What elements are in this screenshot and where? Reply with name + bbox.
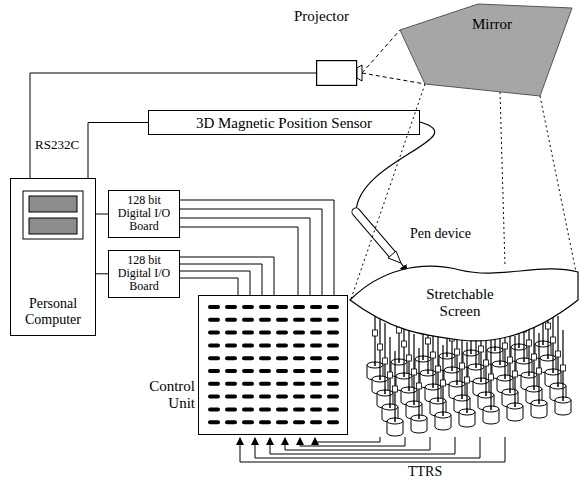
node-text: 128 bit Digital I/O Board bbox=[112, 194, 176, 234]
node-outline bbox=[316, 60, 362, 86]
projector-box: Projector bbox=[316, 60, 362, 86]
control-unit-box: Control Unit bbox=[198, 295, 348, 435]
connector bbox=[96, 273, 108, 274]
connector bbox=[351, 84, 576, 299]
screen-shape: Stretchable Screen bbox=[348, 258, 580, 348]
node-text: Mirror bbox=[472, 16, 512, 33]
node-outline bbox=[199, 296, 349, 436]
connector bbox=[96, 214, 108, 215]
connector bbox=[88, 123, 148, 179]
connector bbox=[180, 257, 274, 295]
pen-symbol bbox=[356, 212, 407, 272]
node-text: Stretchable Screen bbox=[410, 286, 510, 319]
computer-box: Personal Computer bbox=[10, 178, 96, 336]
pen-label: Pen device bbox=[410, 226, 471, 241]
array-label: TTRS bbox=[408, 464, 442, 479]
node-text: 128 bit Digital I/O Board bbox=[112, 254, 176, 294]
connector bbox=[180, 200, 334, 295]
node-text: 3D Magnetic Position Sensor bbox=[149, 115, 419, 132]
node-text: Control Unit bbox=[143, 378, 195, 411]
sensor-cable bbox=[356, 122, 435, 212]
mirror-shape: Mirror bbox=[398, 2, 574, 98]
sensor-box: 3D Magnetic Position Sensor bbox=[148, 110, 420, 135]
io-board-box: 128 bit Digital I/O Board bbox=[108, 190, 180, 238]
control-wires bbox=[240, 437, 505, 462]
io-board-box: 128 bit Digital I/O Board bbox=[108, 250, 180, 298]
edge-label: RS232C bbox=[34, 138, 80, 152]
node-text: Personal Computer bbox=[15, 296, 91, 327]
node-text: Projector bbox=[294, 8, 349, 25]
